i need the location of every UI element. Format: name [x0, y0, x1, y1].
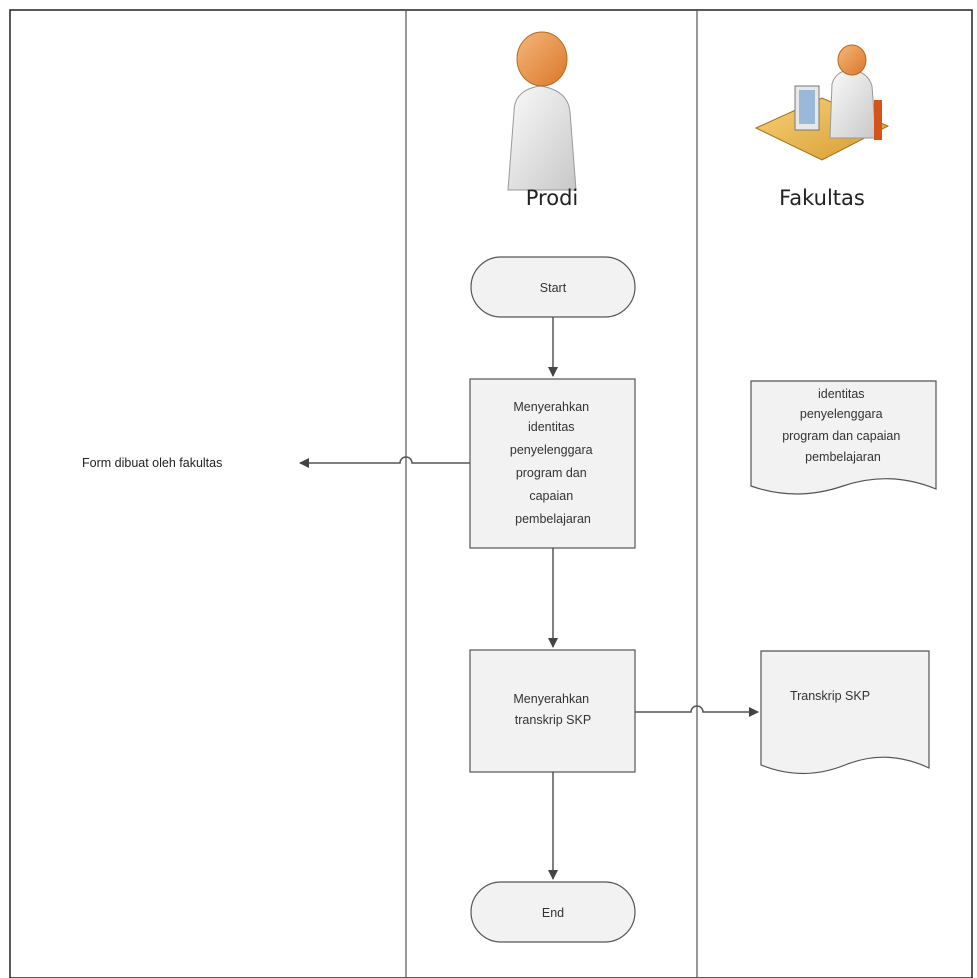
person-icon	[507, 31, 577, 191]
start-label: Start	[540, 281, 567, 295]
document-1-label: identitas penyelenggara program dan capa…	[782, 387, 904, 464]
lane-title-fakultas: Fakultas	[779, 186, 865, 210]
end-label: End	[542, 906, 564, 920]
lane-title-prodi: Prodi	[526, 186, 578, 210]
arrow-step1-to-form-note	[299, 456, 470, 468]
document-shape-2	[760, 650, 930, 775]
person-at-desk-icon	[754, 44, 890, 161]
diagram-frame	[9, 9, 973, 978]
document-2-label: Transkrip SKP	[790, 689, 870, 703]
arrow-step2-to-document2	[635, 705, 759, 717]
step1-label: Menyerahkan identitas penyelenggara prog…	[510, 400, 596, 526]
document-shape-1	[750, 380, 937, 495]
process-box-step2	[469, 649, 636, 773]
step2-label: Menyerahkan transkrip SKP	[513, 692, 592, 727]
form-note-label: Form dibuat oleh fakultas	[82, 456, 222, 470]
end-terminator	[470, 881, 636, 943]
process-box-step1	[469, 378, 636, 549]
